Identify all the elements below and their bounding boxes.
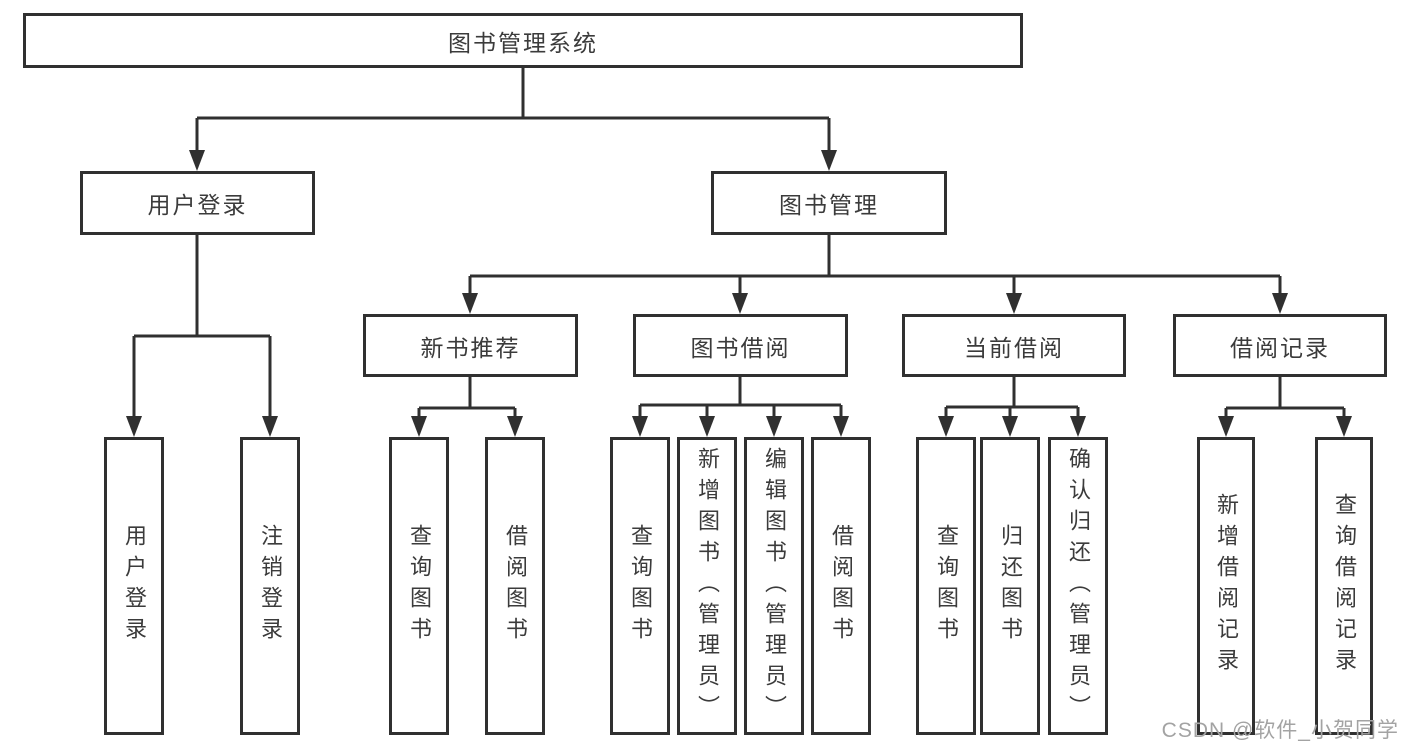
- node-leaf-edit-books-admin: 编辑图书（管理员）: [744, 437, 804, 735]
- node-borrowing-records: 借阅记录: [1173, 314, 1387, 377]
- arrow-down-icon: [189, 150, 205, 171]
- node-leaf-return-books: 归还图书: [980, 437, 1040, 735]
- connector-current-borrow-children: [938, 377, 1086, 437]
- node-label: 注销登录: [258, 524, 283, 648]
- node-label: 查询图书: [934, 524, 959, 648]
- node-leaf-add-borrow-record: 新增借阅记录: [1197, 437, 1255, 735]
- arrow-down-icon: [1070, 416, 1086, 437]
- arrow-down-icon: [732, 293, 748, 314]
- node-leaf-borrow-books-2: 借阅图书: [811, 437, 871, 735]
- connector-borrow-records-children: [1218, 377, 1352, 437]
- arrow-down-icon: [1272, 293, 1288, 314]
- arrow-down-icon: [1006, 293, 1022, 314]
- node-label: 归还图书: [998, 524, 1023, 648]
- node-label: 借阅图书: [829, 524, 854, 648]
- node-leaf-query-borrow-record: 查询借阅记录: [1315, 437, 1373, 735]
- node-book-borrowing: 图书借阅: [633, 314, 848, 377]
- node-library-management-system: 图书管理系统: [23, 13, 1023, 68]
- node-leaf-logout: 注销登录: [240, 437, 300, 735]
- arrow-down-icon: [411, 416, 427, 437]
- node-leaf-user-login: 用户登录: [104, 437, 164, 735]
- watermark: CSDN @软件_小贺同学: [1161, 719, 1399, 742]
- arrow-down-icon: [262, 416, 278, 437]
- node-leaf-query-books-1: 查询图书: [389, 437, 449, 735]
- node-label: 图书借阅: [690, 334, 791, 361]
- arrow-down-icon: [1336, 416, 1352, 437]
- node-label: 用户登录: [147, 192, 248, 218]
- node-leaf-confirm-return-admin: 确认归还（管理员）: [1048, 437, 1108, 735]
- node-label: 新增借阅记录: [1214, 493, 1239, 679]
- node-label: 借阅记录: [1230, 334, 1330, 361]
- connector-new-book-children: [411, 377, 523, 437]
- node-current-borrowing: 当前借阅: [902, 314, 1126, 377]
- node-leaf-query-books-2: 查询图书: [610, 437, 670, 735]
- node-label: 图书管理系统: [448, 29, 598, 56]
- node-label: 当前借阅: [964, 334, 1064, 361]
- arrow-down-icon: [1218, 416, 1234, 437]
- node-label: 查询借阅记录: [1332, 493, 1357, 679]
- node-leaf-query-books-3: 查询图书: [916, 437, 976, 735]
- node-label: 新增图书（管理员）: [695, 446, 720, 726]
- node-label: 图书管理: [779, 192, 879, 218]
- arrow-down-icon: [821, 150, 837, 171]
- arrow-down-icon: [632, 416, 648, 437]
- node-book-management: 图书管理: [711, 171, 947, 235]
- arrow-down-icon: [699, 416, 715, 437]
- arrow-down-icon: [833, 416, 849, 437]
- node-label: 确认归还（管理员）: [1066, 446, 1091, 726]
- connector-user-login-children: [126, 235, 278, 437]
- node-label: 查询图书: [407, 524, 432, 648]
- node-label: 借阅图书: [503, 524, 528, 648]
- node-label: 编辑图书（管理员）: [762, 446, 787, 726]
- node-label: 用户登录: [122, 524, 147, 648]
- arrow-down-icon: [938, 416, 954, 437]
- node-user-login: 用户登录: [80, 171, 315, 235]
- arrow-down-icon: [507, 416, 523, 437]
- arrow-down-icon: [766, 416, 782, 437]
- connector-book-mgmt-children: [462, 235, 1288, 314]
- arrow-down-icon: [462, 293, 478, 314]
- arrow-down-icon: [126, 416, 142, 437]
- node-leaf-borrow-books-1: 借阅图书: [485, 437, 545, 735]
- node-leaf-add-books-admin: 新增图书（管理员）: [677, 437, 737, 735]
- node-label: 新书推荐: [420, 334, 521, 361]
- node-label: 查询图书: [628, 524, 653, 648]
- arrow-down-icon: [1002, 416, 1018, 437]
- node-new-book-recommendation: 新书推荐: [363, 314, 578, 377]
- connector-book-borrow-children: [632, 377, 849, 437]
- connector-root-to-level2: [189, 68, 837, 171]
